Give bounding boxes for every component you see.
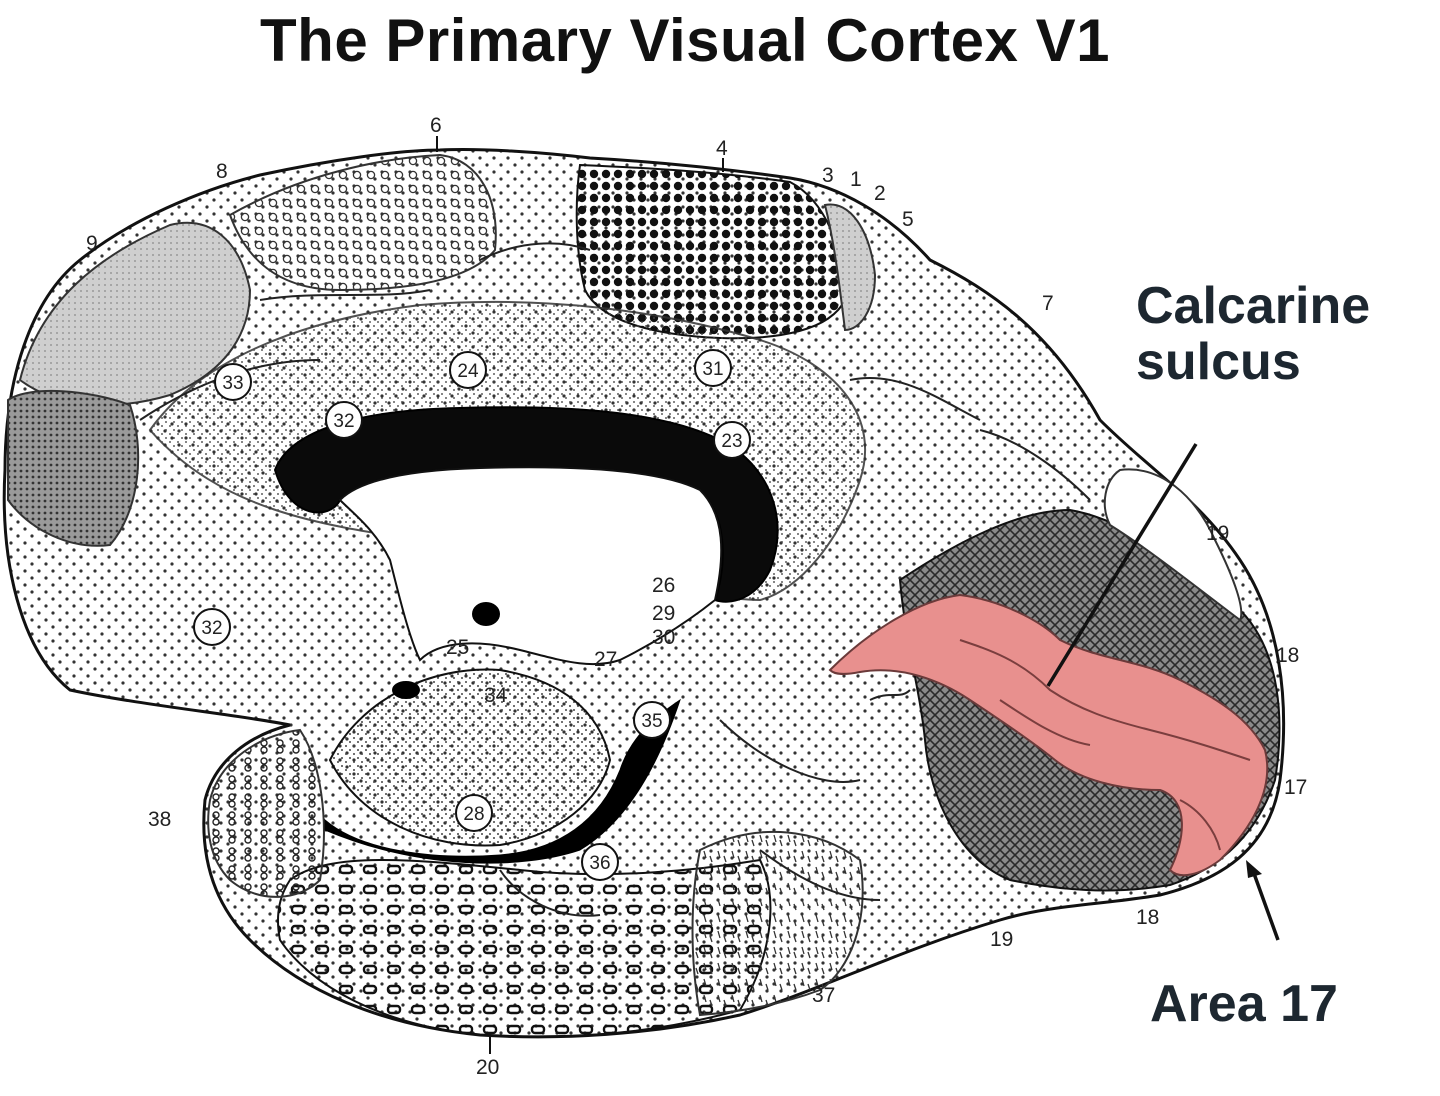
circled-label-23: 23 xyxy=(713,421,751,459)
anterior-commissure xyxy=(472,602,500,626)
region-area37 xyxy=(691,830,864,1017)
label-area-17: 17 xyxy=(1284,776,1307,799)
label-area-29: 29 xyxy=(652,602,675,625)
svg-text:24: 24 xyxy=(457,361,479,382)
label-area-9: 9 xyxy=(86,232,98,255)
label-area-38: 38 xyxy=(148,808,171,831)
region-parahippocampal xyxy=(328,668,612,847)
svg-text:35: 35 xyxy=(641,711,662,732)
calcarine-callout-line1: Calcarine xyxy=(1136,277,1371,335)
area17-fold-lines xyxy=(959,639,1251,851)
label-area-20: 20 xyxy=(476,1056,499,1079)
svg-text:23: 23 xyxy=(721,431,742,452)
label-area-26: 26 xyxy=(652,574,675,597)
region-frontal-circles xyxy=(228,153,497,292)
label-area-27: 27 xyxy=(594,648,617,671)
label-area-3: 3 xyxy=(822,164,834,187)
label-area-6: 6 xyxy=(430,114,442,137)
label-area-30: 30 xyxy=(652,626,675,649)
diagram-title: The Primary Visual Cortex V1 xyxy=(260,7,1110,74)
label-area-19-bottom: 19 xyxy=(990,928,1013,951)
svg-text:31: 31 xyxy=(702,359,723,380)
svg-text:32: 32 xyxy=(333,411,354,432)
svg-text:28: 28 xyxy=(463,804,484,825)
sulcus-lines xyxy=(139,242,1091,917)
region-area17-highlight xyxy=(828,593,1269,877)
label-area-1: 1 xyxy=(850,168,862,191)
calcarine-pointer-line xyxy=(1046,443,1198,687)
region-area4 xyxy=(575,163,847,340)
region-frontal-pole xyxy=(7,389,140,547)
label-area-18-bottom: 18 xyxy=(1136,906,1159,929)
label-area-19-top: 19 xyxy=(1206,522,1229,545)
label-area-7: 7 xyxy=(1042,292,1054,315)
label-area-5: 5 xyxy=(902,208,914,231)
label-area-4: 4 xyxy=(716,137,728,160)
circled-label-31: 31 xyxy=(694,349,732,387)
label-area-34: 34 xyxy=(484,684,508,707)
area17-callout: Area 17 xyxy=(1150,975,1338,1033)
ventricle-area xyxy=(338,466,723,666)
circled-label-28: 28 xyxy=(455,794,493,832)
region-area19-top xyxy=(1103,468,1243,622)
svg-text:33: 33 xyxy=(222,373,243,394)
circled-label-35: 35 xyxy=(633,701,671,739)
small-black-blob xyxy=(392,681,420,699)
circled-label-36: 36 xyxy=(581,843,619,881)
label-area-25: 25 xyxy=(446,636,469,659)
label-area-18-right: 18 xyxy=(1276,644,1299,667)
area17-pointer-line xyxy=(1250,867,1280,941)
circled-label-24: 24 xyxy=(449,351,487,389)
area17-pointer-head xyxy=(1246,860,1262,878)
calcarine-callout-line2: sulcus xyxy=(1136,333,1301,391)
label-area-2: 2 xyxy=(874,182,886,205)
calcarine-sulcus-callout: Calcarine sulcus xyxy=(1136,278,1370,390)
circled-label-33: 33 xyxy=(214,363,252,401)
label-area-8: 8 xyxy=(216,160,228,183)
circled-label-32: 32 xyxy=(193,608,231,646)
svg-text:36: 36 xyxy=(589,853,610,874)
region-somatosensory xyxy=(823,203,877,332)
svg-text:32: 32 xyxy=(201,618,222,639)
label-area-37: 37 xyxy=(812,984,835,1007)
circled-label-32-top: 32 xyxy=(325,401,363,439)
region-temporal-pole xyxy=(207,728,325,898)
